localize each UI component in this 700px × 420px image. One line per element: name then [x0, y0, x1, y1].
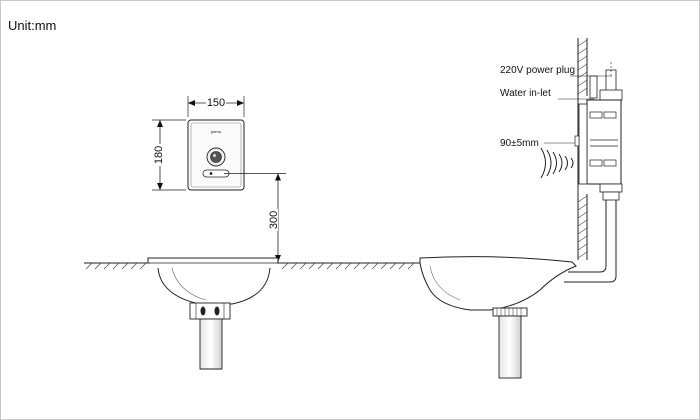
urinal-side — [419, 256, 577, 379]
mount-height-dimension: 300 — [268, 211, 280, 229]
side-view: 220V power plug Water in-let 90±5mm — [500, 38, 623, 283]
brand-mark: pemo — [211, 129, 222, 134]
water-inlet-label: Water in-let — [500, 88, 551, 99]
unit-label: Unit:mm — [8, 18, 56, 33]
power-plug-label: 220V power plug — [500, 65, 575, 76]
spacing-label: 90±5mm — [500, 138, 539, 149]
sensor-waves-icon — [540, 147, 574, 179]
floor-line — [84, 262, 420, 270]
width-dimension: 150 — [207, 97, 225, 109]
urinal-front — [147, 257, 279, 370]
front-view: pemo 150 180 300 — [151, 95, 286, 262]
height-dimension: 180 — [153, 146, 165, 164]
